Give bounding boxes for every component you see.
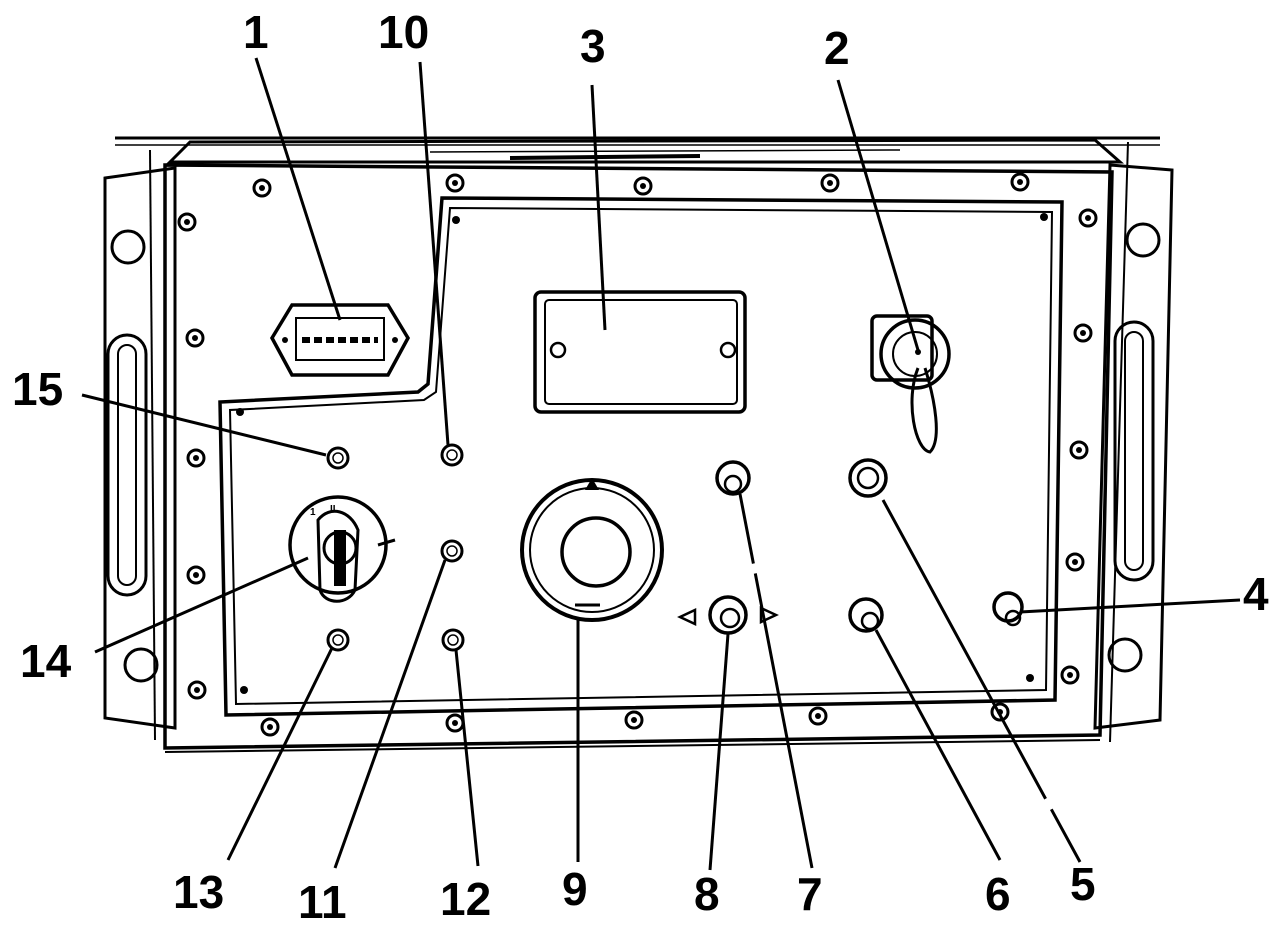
main-plate [163,163,1114,753]
screw-icon [445,173,465,193]
screw-icon [1069,440,1089,460]
callout-9: 9 [562,863,588,915]
jack-6 [848,597,884,633]
callout-3: 3 [580,20,606,72]
leader-12 [454,649,480,867]
indicator-11 [440,539,464,563]
indicator-10 [440,443,464,467]
large-knob [520,478,664,622]
callout-8: 8 [694,868,720,920]
screw-icon [633,176,653,196]
callout-14: 14 [20,635,72,687]
indicator-15 [326,446,350,470]
top-frame [115,136,1160,164]
leader-10 [418,61,450,446]
callout-1: 1 [243,6,269,58]
screw-icon [252,178,272,198]
leader-5 [881,499,1082,863]
leader-1 [254,57,342,321]
screw-icon [260,717,280,737]
screw-icon [1060,665,1080,685]
leader-11 [333,559,447,869]
toggle-7 [715,460,751,496]
indicator-13 [326,628,350,652]
callout-15: 15 [12,363,63,415]
screw-icon [820,173,840,193]
inner-gasket [218,196,1064,717]
screw-icon [1073,323,1093,343]
callout-7: 7 [797,868,823,920]
leader-6 [874,629,1002,861]
selector-8 [677,595,779,635]
leader-4 [1019,598,1241,614]
callout-12: 12 [440,873,491,924]
leader-14 [94,556,309,654]
callout-2: 2 [824,22,850,74]
panel-screws [177,172,1098,737]
screw-icon [1010,172,1030,192]
svg-text:II: II [330,504,336,515]
right-rack-ear [1093,141,1174,743]
cable-connector [870,314,951,454]
screw-icon [177,212,197,232]
callout-13: 13 [173,866,224,918]
terminal-4 [992,591,1024,627]
callout-10: 10 [378,6,429,58]
screw-icon [624,710,644,730]
nameplate [533,290,747,414]
screw-icon [808,706,828,726]
svg-text:1: 1 [310,507,316,518]
panel-parts [326,443,1024,652]
left-rack-ear [103,149,177,741]
leader-7 [738,493,814,869]
callout-5: 5 [1070,858,1096,910]
indicator-12 [441,628,465,652]
leader-15 [81,393,327,457]
screw-icon [1078,208,1098,228]
screw-icon [187,680,207,700]
rotary-switch: 1 II [288,495,396,603]
screw-icon [186,448,206,468]
leader-8 [708,633,730,871]
leader-13 [226,647,334,861]
callout-4: 4 [1243,568,1269,620]
callout-labels: 1 2 3 4 5 6 7 8 9 10 11 12 13 14 15 [12,6,1269,928]
callout-6: 6 [985,868,1011,920]
leader-lines [81,57,1241,871]
screw-icon [185,328,205,348]
screw-icon [1065,552,1085,572]
screw-icon [186,565,206,585]
callout-11: 11 [298,876,347,924]
screw-icon [445,713,465,733]
leader-2 [836,79,920,351]
jack-5 [848,458,888,498]
leader-3 [590,84,607,331]
